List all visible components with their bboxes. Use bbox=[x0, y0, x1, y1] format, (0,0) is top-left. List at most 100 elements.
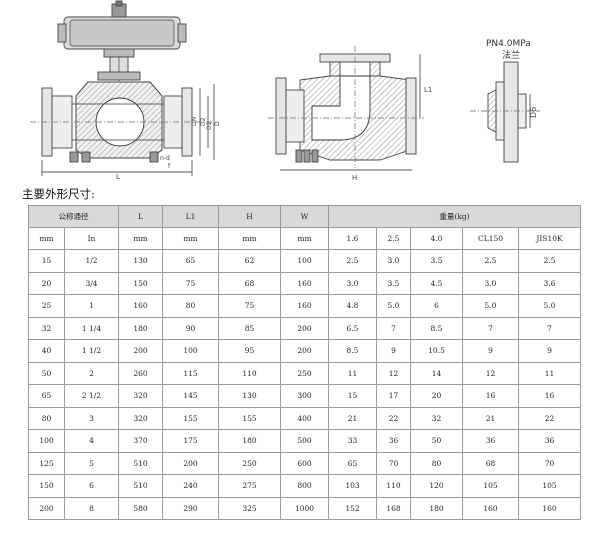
header-weight: 重量(kg) bbox=[327, 205, 582, 228]
dim-label-f: f bbox=[168, 163, 171, 170]
table-cell: 3/4 bbox=[64, 271, 119, 295]
dim-label-L: L bbox=[116, 173, 120, 181]
table-cell: 260 bbox=[118, 361, 163, 385]
table-cell: 75 bbox=[162, 271, 219, 295]
table-cell: 50 bbox=[28, 361, 65, 385]
dim-label-D2: D2 bbox=[200, 117, 207, 126]
table-cell: 7 bbox=[462, 316, 519, 340]
table-cell: 8.5 bbox=[328, 339, 377, 363]
units-cell: 1.6 bbox=[328, 227, 377, 250]
table-cell: 150 bbox=[118, 271, 163, 295]
table-cell: 800 bbox=[280, 474, 329, 498]
table-cell: 25 bbox=[28, 294, 65, 318]
table-cell: 11 bbox=[517, 361, 582, 385]
table-cell: 300 bbox=[280, 384, 329, 408]
units-cell: mm bbox=[28, 227, 65, 250]
table-cell: 160 bbox=[118, 294, 163, 318]
table-cell: 3 bbox=[64, 406, 119, 430]
table-cell: 100 bbox=[280, 249, 329, 273]
table-cell: 16 bbox=[517, 384, 582, 408]
table-cell: 150 bbox=[28, 474, 65, 498]
table-cell: 320 bbox=[118, 384, 163, 408]
units-cell: mm bbox=[218, 227, 281, 250]
table-cell: 62 bbox=[218, 249, 281, 273]
table-cell: 9 bbox=[517, 339, 582, 363]
table-cell: 115 bbox=[162, 361, 219, 385]
table-cell: 36 bbox=[517, 429, 582, 453]
table-cell: 160 bbox=[517, 496, 582, 520]
table-cell: 80 bbox=[162, 294, 219, 318]
table-cell: 180 bbox=[118, 316, 163, 340]
table-cell: 7 bbox=[517, 316, 582, 340]
table-cell: 200 bbox=[118, 339, 163, 363]
table-cell: 130 bbox=[218, 384, 281, 408]
table-cell: 3.6 bbox=[517, 271, 582, 295]
table-cell: 4 bbox=[64, 429, 119, 453]
table-cell: 120 bbox=[410, 474, 463, 498]
table-cell: 9 bbox=[462, 339, 519, 363]
table-cell: 80 bbox=[28, 406, 65, 430]
table-cell: 2 1/2 bbox=[64, 384, 119, 408]
units-cell: 2.5 bbox=[376, 227, 411, 250]
dim-label-nd: n-d bbox=[160, 155, 170, 162]
header-nominal-diameter: 公称通径 bbox=[28, 205, 119, 228]
table-cell: 2.5 bbox=[462, 249, 519, 273]
table-cell: 155 bbox=[218, 406, 281, 430]
table-cell: 2.5 bbox=[517, 249, 582, 273]
front-view bbox=[30, 0, 215, 176]
table-cell: 50 bbox=[410, 429, 463, 453]
table-cell: 320 bbox=[118, 406, 163, 430]
table-cell: 3.5 bbox=[410, 249, 463, 273]
table-cell: 6 bbox=[410, 294, 463, 318]
table-cell: 175 bbox=[162, 429, 219, 453]
table-cell: 22 bbox=[517, 406, 582, 430]
table-cell: 100 bbox=[28, 429, 65, 453]
table-cell: 580 bbox=[118, 496, 163, 520]
table-cell: 5.0 bbox=[376, 294, 411, 318]
table-cell: 21 bbox=[462, 406, 519, 430]
table-cell: 200 bbox=[28, 496, 65, 520]
table-cell: 100 bbox=[162, 339, 219, 363]
table-cell: 3.0 bbox=[462, 271, 519, 295]
dim-label-D6: D6 bbox=[529, 107, 538, 118]
mounting-bracket bbox=[103, 48, 135, 58]
valve-drawing: L DN D2 D1 D f n-d L1 H bbox=[0, 0, 605, 182]
table-cell: 17 bbox=[376, 384, 411, 408]
table-cell: 1 1/2 bbox=[64, 339, 119, 363]
table-cell: 510 bbox=[118, 474, 163, 498]
table-cell: 68 bbox=[462, 451, 519, 475]
table-cell: 20 bbox=[410, 384, 463, 408]
table-cell: 1 bbox=[64, 294, 119, 318]
table-cell: 5.0 bbox=[517, 294, 582, 318]
table-cell: 1 1/4 bbox=[64, 316, 119, 340]
table-cell: 65 bbox=[328, 451, 377, 475]
table-cell: 12 bbox=[462, 361, 519, 385]
table-cell: 105 bbox=[517, 474, 582, 498]
l-port-bore bbox=[311, 75, 371, 141]
table-cell: 80 bbox=[410, 451, 463, 475]
table-cell: 160 bbox=[462, 496, 519, 520]
flange-detail bbox=[470, 61, 540, 163]
table-cell: 68 bbox=[218, 271, 281, 295]
table-cell: 8.5 bbox=[410, 316, 463, 340]
table-cell: 70 bbox=[517, 451, 582, 475]
table-cell: 40 bbox=[28, 339, 65, 363]
dim-label-H: H bbox=[352, 174, 357, 182]
table-cell: 1000 bbox=[280, 496, 329, 520]
header-W: W bbox=[280, 205, 329, 228]
table-cell: 10.5 bbox=[410, 339, 463, 363]
table-cell: 65 bbox=[162, 249, 219, 273]
dim-label-L1: L1 bbox=[424, 86, 432, 94]
table-cell: 6.5 bbox=[328, 316, 377, 340]
dim-label-D: D bbox=[214, 121, 221, 126]
table-cell: 325 bbox=[218, 496, 281, 520]
table-cell: 103 bbox=[328, 474, 377, 498]
